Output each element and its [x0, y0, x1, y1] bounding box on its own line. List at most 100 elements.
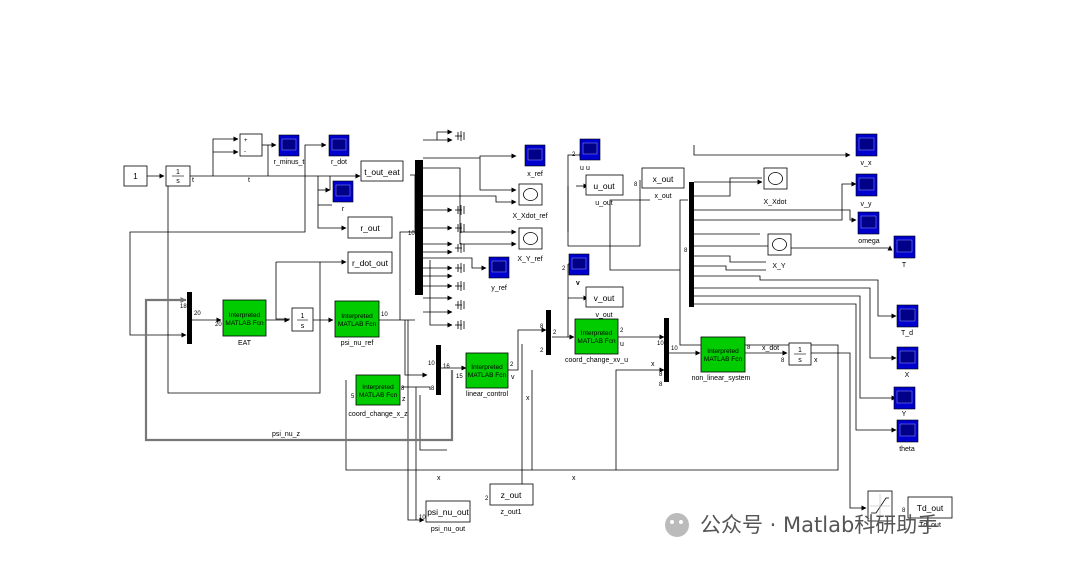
fcn-line2: MATLAB Fcn	[338, 321, 377, 328]
to-ws-z-out[interactable]: z_out z_out1	[489, 483, 534, 516]
mux-xv[interactable]	[546, 310, 551, 355]
mux-eat[interactable]	[187, 292, 192, 344]
scope-label: X	[905, 372, 910, 379]
fcn-line1: Interpreted	[229, 312, 261, 319]
signal-label-v2: v	[576, 280, 580, 287]
scope-label: r_dot	[331, 159, 347, 166]
scope-label: v_y	[861, 201, 872, 208]
demux-state[interactable]	[689, 182, 694, 307]
integrator-block-3[interactable]: 1 s	[788, 342, 812, 366]
to-ws-label: r_out	[360, 223, 380, 233]
xy-label: X_Y_ref	[517, 256, 542, 263]
scope-r-minus-t[interactable]: r_minus_t	[274, 134, 305, 166]
integrator-num: 1	[798, 347, 802, 354]
to-ws-u-out[interactable]: u_out u_out	[585, 174, 624, 207]
fcn-line2: MATLAB Fcn	[468, 372, 507, 379]
fcn-label: EAT	[238, 340, 252, 347]
scope-y-ref[interactable]: y_ref	[488, 256, 510, 292]
port-label: 8	[747, 345, 751, 351]
scope-theta[interactable]: theta	[896, 419, 919, 453]
to-ws-label: z_out	[501, 490, 522, 500]
scope-r[interactable]: r	[332, 180, 354, 213]
port-label: 15	[456, 374, 463, 380]
constant-block[interactable]: 1	[123, 165, 148, 187]
to-ws-r-out[interactable]: r_out	[347, 216, 393, 239]
demux-ref[interactable]	[415, 160, 423, 295]
xy-label: X_Xdot	[764, 199, 787, 206]
fcn-coord-change-xv-u[interactable]: Interpreted MATLAB Fcn coord_change_xv_u	[565, 318, 628, 364]
xy-graph-x-xdot-ref[interactable]: X_Xdot_ref	[512, 183, 548, 220]
port-label: 8	[902, 508, 906, 514]
fcn-non-linear-system[interactable]: Interpreted MATLAB Fcn non_linear_system	[692, 336, 751, 382]
mux-linear[interactable]	[436, 345, 441, 395]
to-ws-v-out[interactable]: v_out v_out	[585, 286, 624, 319]
integrator-block-1[interactable]: 1 s	[165, 165, 191, 187]
signal-label-u: u	[580, 165, 584, 172]
sum-block[interactable]: + -	[239, 133, 263, 157]
fcn-coord-change-x-z[interactable]: Interpreted MATLAB Fcn coord_change_x_z	[348, 374, 408, 418]
scope-label: r	[342, 206, 345, 213]
saturation-block[interactable]	[867, 490, 893, 522]
scope-x-ref[interactable]: x_ref	[524, 144, 546, 178]
to-ws-r-dot-out[interactable]: r_dot_out	[347, 251, 393, 274]
scope-T-d[interactable]: T_d	[896, 304, 919, 337]
signal-lines	[129, 129, 897, 523]
sum-minus: -	[244, 149, 246, 155]
port-label: 2	[485, 496, 489, 502]
xy-graph-x-y[interactable]: X_Y	[767, 233, 792, 270]
fcn-line1: Interpreted	[341, 313, 373, 320]
signal-label-x-mid: x	[526, 395, 530, 402]
signal-label-x: x	[814, 357, 818, 364]
scope-label: u	[586, 165, 590, 172]
fcn-line2: MATLAB Fcn	[704, 356, 743, 363]
signal-label-v: v	[511, 374, 515, 381]
scope-label: y_ref	[491, 285, 507, 292]
scope-label: x_ref	[527, 171, 543, 178]
xy-graph-x-xdot[interactable]: X_Xdot	[764, 167, 788, 206]
to-ws-psi-nu-out[interactable]: psi_nu_out psi_nu_out	[425, 500, 471, 533]
watermark-text: 公众号 · Matlab科研助手	[700, 513, 938, 537]
integrator-den: s	[301, 323, 305, 330]
to-ws-label: psi_nu_out	[427, 507, 469, 517]
signal-label-t2: t	[248, 177, 250, 184]
watermark: 公众号 · Matlab科研助手	[665, 513, 938, 537]
port-label: 2	[510, 362, 514, 368]
scope-v-x[interactable]: v_x	[855, 133, 878, 167]
fcn-psi-nu-ref[interactable]: Interpreted MATLAB Fcn psi_nu_ref	[334, 300, 380, 347]
to-ws-x-out[interactable]: x_out x_out	[641, 167, 685, 200]
scope-v[interactable]: v	[568, 253, 590, 287]
port-label: 10	[657, 341, 664, 347]
to-ws-t-out-eat[interactable]: t_out_eat	[360, 160, 404, 182]
fcn-line2: MATLAB Fcn	[225, 320, 264, 327]
scope-v-y[interactable]: v_y	[855, 173, 878, 208]
to-ws-td-out[interactable]: Td_out Td_out	[907, 496, 953, 529]
xy-graph-x-y-ref[interactable]: X_Y_ref	[517, 227, 543, 263]
port-label: 8	[401, 386, 405, 392]
integrator-block-2[interactable]: 1 s	[291, 307, 314, 332]
fcn-linear-control[interactable]: Interpreted MATLAB Fcn linear_control	[465, 352, 508, 398]
signal-labels: u u x z v v x_dot psi_nu_z x x x x	[272, 165, 818, 482]
to-ws-caption: Td_out	[919, 522, 941, 529]
xy-label: X_Y	[772, 263, 786, 270]
fcn-line2: MATLAB Fcn	[359, 392, 398, 399]
mux-bars	[187, 160, 694, 395]
scope-u[interactable]: u	[579, 138, 601, 172]
scopes: r_minus_t r_dot r x_ref y_ref u	[274, 133, 919, 453]
signal-label-x-dot: x_dot	[762, 345, 779, 352]
scope-r-dot[interactable]: r_dot	[328, 134, 350, 166]
mux-nl[interactable]	[664, 318, 669, 382]
scope-omega[interactable]: omega	[857, 211, 880, 245]
to-ws-caption: psi_nu_out	[431, 526, 465, 533]
scope-Y[interactable]: Y	[893, 386, 916, 418]
to-ws-caption: x_out	[654, 193, 671, 200]
scope-label: v	[576, 280, 580, 287]
port-label: 20	[215, 322, 222, 328]
fcn-eat[interactable]: Interpreted MATLAB Fcn EAT	[222, 299, 267, 347]
scope-X[interactable]: X	[896, 346, 919, 379]
fcn-label: coord_change_x_z	[348, 411, 408, 418]
port-label: 8	[659, 382, 663, 388]
scope-label: T	[902, 262, 907, 269]
scope-T[interactable]: T	[893, 235, 916, 269]
scope-label: r_minus_t	[274, 159, 305, 166]
